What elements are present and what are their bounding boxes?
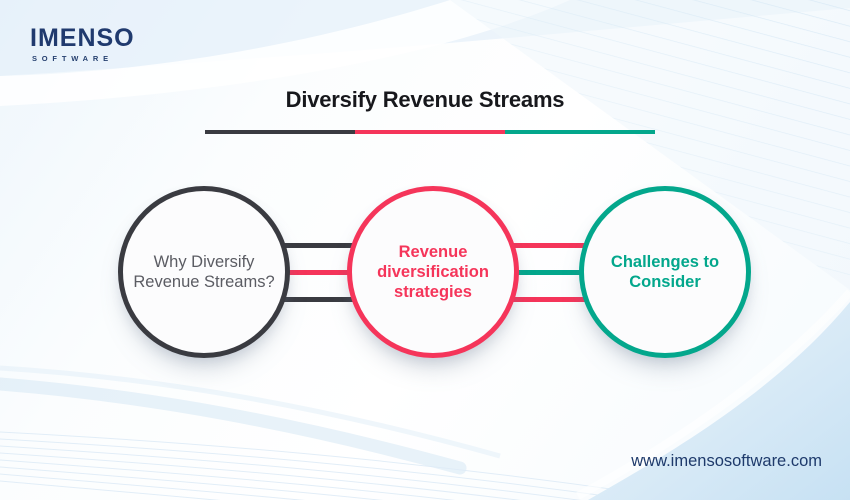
title-underline — [205, 130, 655, 134]
underline-segment-teal — [505, 130, 655, 134]
node-label: Revenue diversification strategies — [377, 242, 489, 302]
connector-line — [433, 297, 665, 302]
node-challenges: Challenges to Consider — [579, 186, 751, 358]
node-why-diversify: Why Diversify Revenue Streams? — [118, 186, 290, 358]
brand-logo: IMENSO SOFTWARE — [30, 24, 135, 64]
brand-name: IMENSO — [30, 24, 135, 52]
connector-line — [204, 270, 433, 275]
brand-tagline: SOFTWARE — [32, 54, 113, 63]
node-diversification-strategies: Revenue diversification strategies — [347, 186, 519, 358]
underline-segment-red — [355, 130, 505, 134]
connector-line — [204, 243, 433, 248]
website-link[interactable]: www.imensosoftware.com — [631, 452, 822, 470]
node-label: Why Diversify Revenue Streams? — [133, 252, 275, 291]
connector-line — [204, 297, 433, 302]
page-title: Diversify Revenue Streams — [285, 87, 565, 112]
underline-segment-dark — [205, 130, 355, 134]
node-label: Challenges to Consider — [610, 252, 720, 291]
